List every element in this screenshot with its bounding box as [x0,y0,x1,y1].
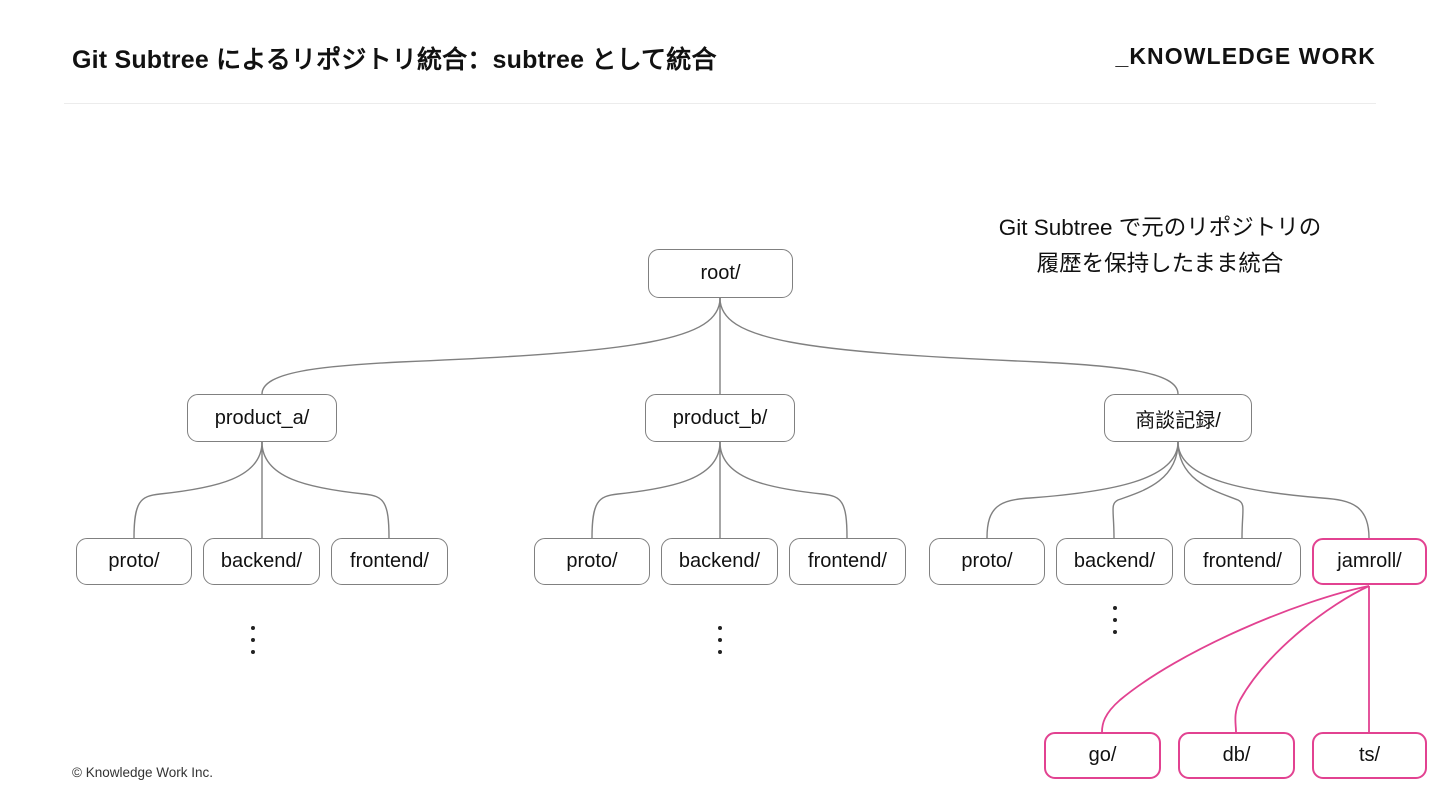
annotation-note: Git Subtree で元のリポジトリの 履歴を保持したまま統合 [930,210,1390,282]
edge-root-shodan [719,297,1179,395]
node-shodan-kiroku-label: 商談記録/ [1135,409,1221,432]
node-shodan-kiroku[interactable]: 商談記録/ [1104,394,1252,442]
node-b-proto-label: proto/ [566,550,618,572]
ellipsis-branch-a [246,626,260,654]
edge-product-b-proto [591,441,721,539]
edge-product-a-proto [133,441,263,539]
node-root-label: root/ [700,262,741,284]
edge-jamroll-db [1234,585,1370,733]
ellipsis-dot [718,638,722,642]
ellipsis-dot [251,650,255,654]
node-c-proto-label: proto/ [961,550,1013,572]
ellipsis-dot [251,638,255,642]
node-product-a[interactable]: product_a/ [187,394,337,442]
node-b-backend-label: backend/ [678,550,761,572]
ellipsis-dot [251,626,255,630]
annotation-line-1: Git Subtree で元のリポジトリの [998,215,1322,240]
ellipsis-dot [718,626,722,630]
header-divider [64,103,1376,104]
edge-shodan-jamroll [1177,441,1370,539]
ellipsis-dot [1113,618,1117,622]
ellipsis-dot [718,650,722,654]
node-b-proto[interactable]: proto/ [534,538,650,585]
node-c-backend[interactable]: backend/ [1056,538,1173,585]
node-c-frontend[interactable]: frontend/ [1184,538,1301,585]
node-jamroll-go-label: go/ [1088,744,1117,766]
node-c-jamroll[interactable]: jamroll/ [1312,538,1427,585]
node-a-backend-label: backend/ [220,550,303,572]
node-a-backend[interactable]: backend/ [203,538,320,585]
annotation-line-2: 履歴を保持したまま統合 [1036,251,1284,276]
node-jamroll-db[interactable]: db/ [1178,732,1295,779]
ellipsis-branch-c [1108,606,1122,634]
node-c-frontend-label: frontend/ [1203,550,1282,572]
edge-shodan-proto [986,441,1179,539]
node-product-a-label: product_a/ [214,406,310,429]
edge-product-a-frontend [261,441,390,539]
brand-logo: _KNOWLEDGE WORK [1115,43,1376,69]
edge-shodan-frontend [1177,441,1244,539]
node-a-proto[interactable]: proto/ [76,538,192,585]
ellipsis-dot [1113,630,1117,634]
edge-shodan-backend [1112,441,1179,539]
page-title: Git Subtree によるリポジトリ統合：subtree として統合 [72,46,717,74]
node-b-frontend[interactable]: frontend/ [789,538,906,585]
node-root[interactable]: root/ [648,249,793,298]
node-c-backend-label: backend/ [1073,550,1156,572]
node-b-backend[interactable]: backend/ [661,538,778,585]
node-product-b-label: product_b/ [672,406,768,429]
node-jamroll-go[interactable]: go/ [1044,732,1161,779]
edge-product-b-frontend [719,441,848,539]
node-a-frontend[interactable]: frontend/ [331,538,448,585]
node-a-proto-label: proto/ [108,550,160,572]
edge-jamroll-go [1101,585,1370,733]
node-jamroll-db-label: db/ [1222,744,1251,766]
node-b-frontend-label: frontend/ [808,550,887,572]
node-jamroll-ts[interactable]: ts/ [1312,732,1427,779]
node-c-jamroll-label: jamroll/ [1337,550,1402,572]
node-c-proto[interactable]: proto/ [929,538,1045,585]
node-a-frontend-label: frontend/ [350,550,429,572]
ellipsis-branch-b [713,626,727,654]
node-product-b[interactable]: product_b/ [645,394,795,442]
footer-copyright: © Knowledge Work Inc. [72,765,214,780]
node-jamroll-ts-label: ts/ [1358,744,1381,766]
ellipsis-dot [1113,606,1117,610]
edge-root-product-a [261,297,721,395]
